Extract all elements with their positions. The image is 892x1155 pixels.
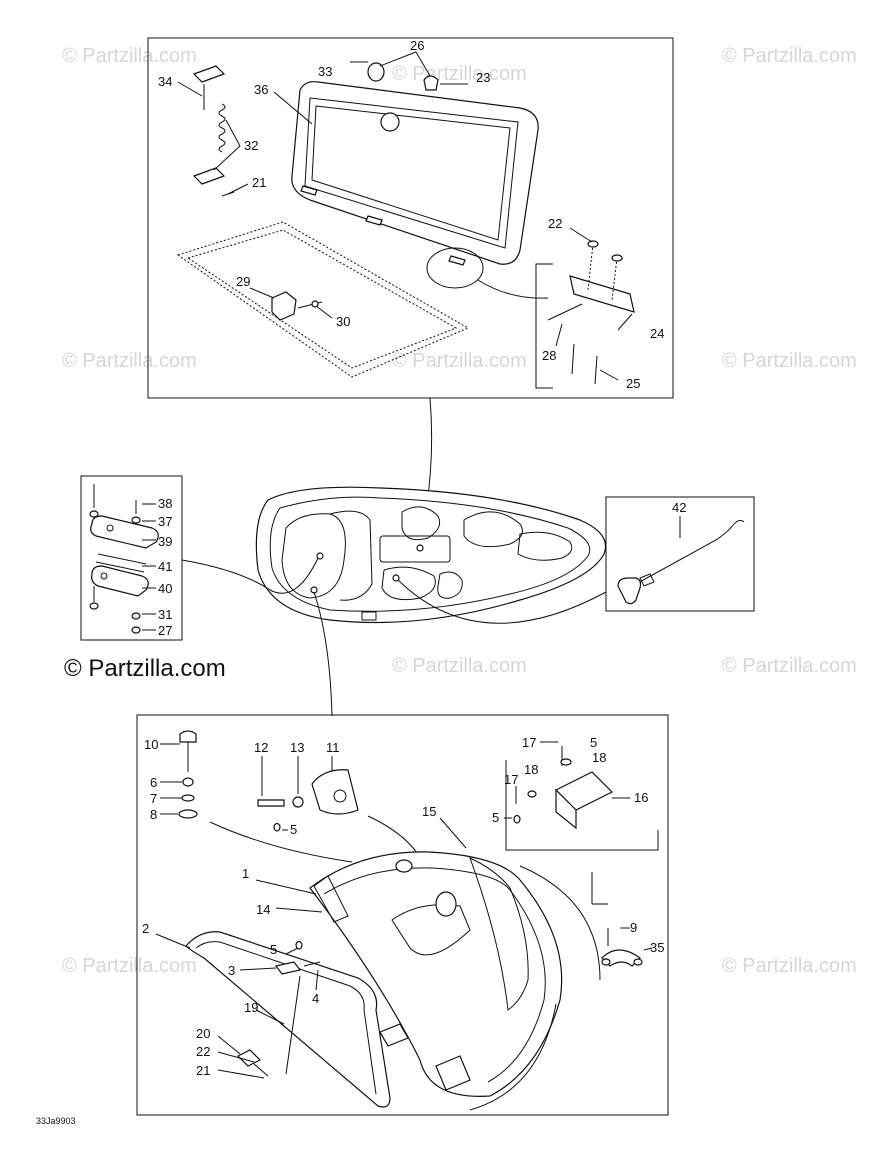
callout-label: 20 — [196, 1026, 210, 1041]
watermark: © Partzilla.com — [392, 350, 527, 372]
left-callouts: 38 37 39 41 40 31 27 — [158, 496, 172, 638]
watermark: © Partzilla.com — [62, 45, 197, 67]
callout-label: 22 — [196, 1044, 210, 1059]
callout-label: 33 — [318, 64, 332, 79]
callout-label: 32 — [244, 138, 258, 153]
watermark: © Partzilla.com — [392, 655, 527, 677]
callout-label: 19 — [244, 1000, 258, 1015]
left-panel — [80, 475, 183, 641]
callout-label: 41 — [158, 559, 172, 574]
callout-label: 3 — [228, 963, 235, 978]
callout-label: 5 — [270, 942, 277, 957]
callout-label: 2 — [142, 921, 149, 936]
top-panel — [147, 37, 674, 399]
callout-label: 25 — [626, 376, 640, 391]
watermark: © Partzilla.com — [62, 955, 197, 977]
callout-label: 26 — [410, 38, 424, 53]
callout-label: 21 — [252, 175, 266, 190]
callout-label: 36 — [254, 82, 268, 97]
callout-label: 27 — [158, 623, 172, 638]
drawing-code: 33Ja9903 — [36, 1116, 76, 1126]
callout-label: 13 — [290, 740, 304, 755]
callout-label: 17 — [504, 772, 518, 787]
callout-label: 34 — [158, 74, 172, 89]
callout-label: 29 — [236, 274, 250, 289]
callout-label: 37 — [158, 514, 172, 529]
callout-label: 1 — [242, 866, 249, 881]
callout-label: 7 — [150, 791, 157, 806]
callout-label: 17 — [522, 735, 536, 750]
callout-label: 14 — [256, 902, 270, 917]
watermark: © Partzilla.com — [722, 45, 857, 67]
callout-label: 23 — [476, 70, 490, 85]
callout-label: 5 — [492, 810, 499, 825]
callout-label: 9 — [630, 920, 637, 935]
callout-label: 38 — [158, 496, 172, 511]
callout-label: 24 — [650, 326, 664, 341]
callout-label: 16 — [634, 790, 648, 805]
callout-label: 22 — [548, 216, 562, 231]
callout-label: 15 — [422, 804, 436, 819]
watermark: © Partzilla.com — [62, 350, 197, 372]
callout-label: 40 — [158, 581, 172, 596]
callout-label: 6 — [150, 775, 157, 790]
callout-label: 31 — [158, 607, 172, 622]
callout-label: 39 — [158, 534, 172, 549]
callout-label: 5 — [290, 822, 297, 837]
callout-label: 18 — [592, 750, 606, 765]
watermark: © Partzilla.com — [722, 655, 857, 677]
top-callouts: 26 33 23 34 36 32 21 22 29 30 24 28 25 — [158, 38, 664, 391]
bottom-panel — [136, 714, 669, 1116]
callout-label: 8 — [150, 807, 157, 822]
callout-label: 35 — [650, 940, 664, 955]
callout-label: 42 — [672, 500, 686, 515]
callout-label: 21 — [196, 1063, 210, 1078]
watermark: © Partzilla.com — [392, 63, 527, 85]
copyright-line: © Partzilla.com — [64, 655, 226, 682]
callout-label: 30 — [336, 314, 350, 329]
hull — [181, 486, 607, 717]
callout-label: 10 — [144, 737, 158, 752]
callout-label: 4 — [312, 991, 319, 1006]
callout-label: 11 — [326, 740, 340, 755]
bottom-callouts: 10 12 13 11 17 5 18 6 7 8 5 15 17 18 16 … — [142, 735, 664, 1078]
watermark: © Partzilla.com — [722, 955, 857, 977]
watermark: © Partzilla.com — [722, 350, 857, 372]
right-panel — [605, 496, 755, 612]
callout-label: 28 — [542, 348, 556, 363]
callout-label: 5 — [590, 735, 597, 750]
callout-label: 12 — [254, 740, 268, 755]
callout-label: 18 — [524, 762, 538, 777]
